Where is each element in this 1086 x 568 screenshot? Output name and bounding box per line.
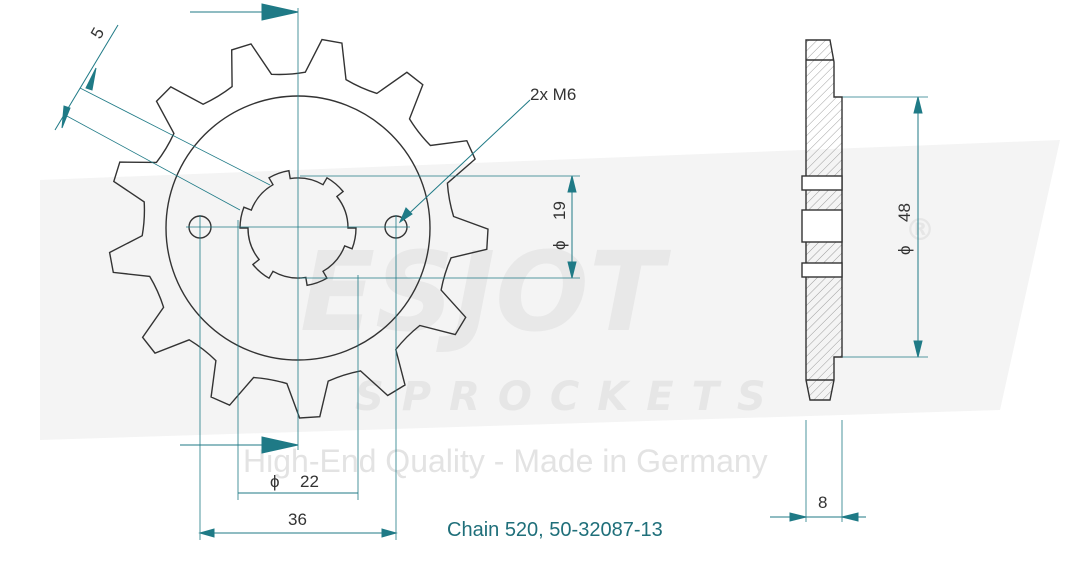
spline-slot-3 (801, 262, 843, 278)
sprocket-side-view (801, 39, 843, 401)
extension-lines (64, 8, 928, 540)
part-caption: Chain 520, 50-32087-13 (447, 519, 663, 541)
watermark-registered: ® (905, 213, 935, 248)
dimension-labels: 5 2x M6 ϕ 19 ϕ 22 36 ϕ 48 8 (87, 24, 914, 529)
spline-diameter-label: 19 (550, 201, 569, 220)
offset-label: 5 (87, 24, 108, 42)
bolt-circle-label: 36 (288, 510, 307, 529)
diam-symbol-19: ϕ (550, 240, 569, 250)
thickness-label: 8 (818, 493, 827, 512)
dimension-lines (54, 3, 923, 538)
sprocket-teeth-outline (108, 38, 489, 419)
outer-diameter-label: 48 (895, 203, 914, 222)
hole-spacing-label: 22 (300, 472, 319, 491)
diam-symbol-48: ϕ (895, 245, 914, 255)
watermark: ESJOT ® SPROCKETS High-End Quality - Mad… (40, 140, 1060, 479)
diam-symbol-22: ϕ (270, 472, 280, 491)
watermark-brand: ESJOT (300, 228, 672, 356)
watermark-tagline: High-End Quality - Made in Germany (243, 443, 768, 479)
holes-label: 2x M6 (530, 85, 576, 104)
spline-slot-1 (801, 175, 843, 191)
watermark-sub: SPROCKETS (355, 374, 784, 420)
spline-slot-2 (801, 209, 843, 243)
